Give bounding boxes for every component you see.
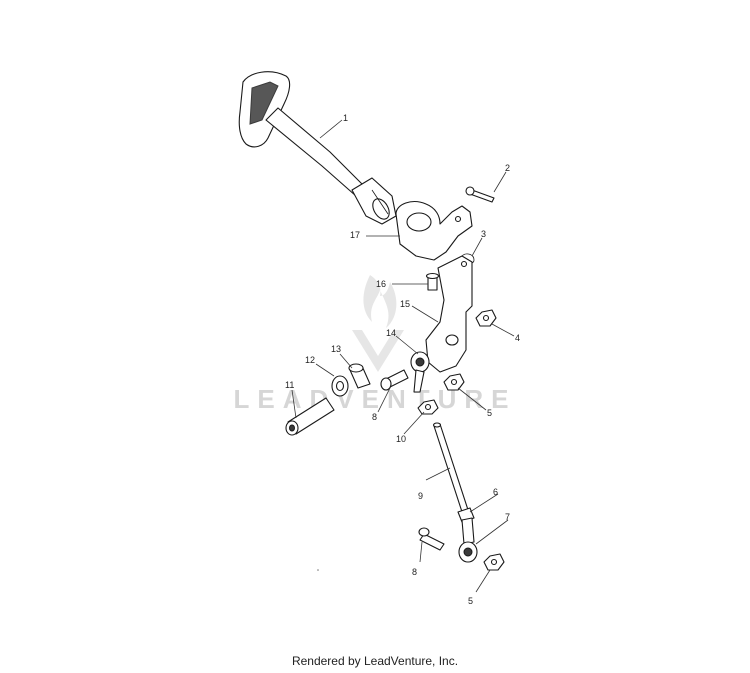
callout-12: 12 xyxy=(305,355,315,365)
callout-14: 14 xyxy=(386,328,396,338)
hex-nut-middle xyxy=(443,373,465,391)
callout-6: 6 xyxy=(493,487,498,497)
hex-nut-upper xyxy=(475,309,497,327)
watermark-text: LEADVENTURE xyxy=(233,384,516,414)
pivot-pin xyxy=(425,272,440,291)
callout-5-lower: 5 xyxy=(468,596,473,606)
watermark-logo xyxy=(352,275,404,372)
bolt-lower xyxy=(418,527,445,551)
callout-8-upper: 8 xyxy=(372,412,377,422)
callout-7: 7 xyxy=(505,512,510,522)
callout-11: 11 xyxy=(285,380,294,390)
callout-9: 9 xyxy=(418,491,423,501)
stray-dot xyxy=(317,569,319,571)
callout-16: 16 xyxy=(376,279,386,289)
callout-5-upper: 5 xyxy=(487,408,492,418)
callout-1: 1 xyxy=(343,113,348,123)
bushing xyxy=(348,363,371,389)
hex-nut-lower xyxy=(483,553,505,571)
callout-17: 17 xyxy=(350,230,360,240)
bolt-upper xyxy=(380,369,409,391)
callout-13: 13 xyxy=(331,344,341,354)
washer xyxy=(331,375,349,397)
callout-8-lower: 8 xyxy=(412,567,417,577)
callout-2: 2 xyxy=(505,163,510,173)
hex-nut-lower-left xyxy=(417,399,439,415)
leader-lines xyxy=(291,119,515,593)
rod-end-upper xyxy=(410,351,430,393)
sleeve xyxy=(285,397,335,436)
brake-rod xyxy=(432,422,471,519)
rod-end-lower xyxy=(458,517,478,563)
pedal-bracket xyxy=(395,201,473,261)
clevis-pin xyxy=(465,186,495,203)
callout-15: 15 xyxy=(400,299,410,309)
callout-10: 10 xyxy=(396,434,406,444)
pivot-bracket xyxy=(425,255,473,373)
callout-4: 4 xyxy=(515,333,520,343)
footer-credit: Rendered by LeadVenture, Inc. xyxy=(291,654,459,668)
callout-3: 3 xyxy=(481,229,486,239)
brake-pedal xyxy=(238,71,397,225)
